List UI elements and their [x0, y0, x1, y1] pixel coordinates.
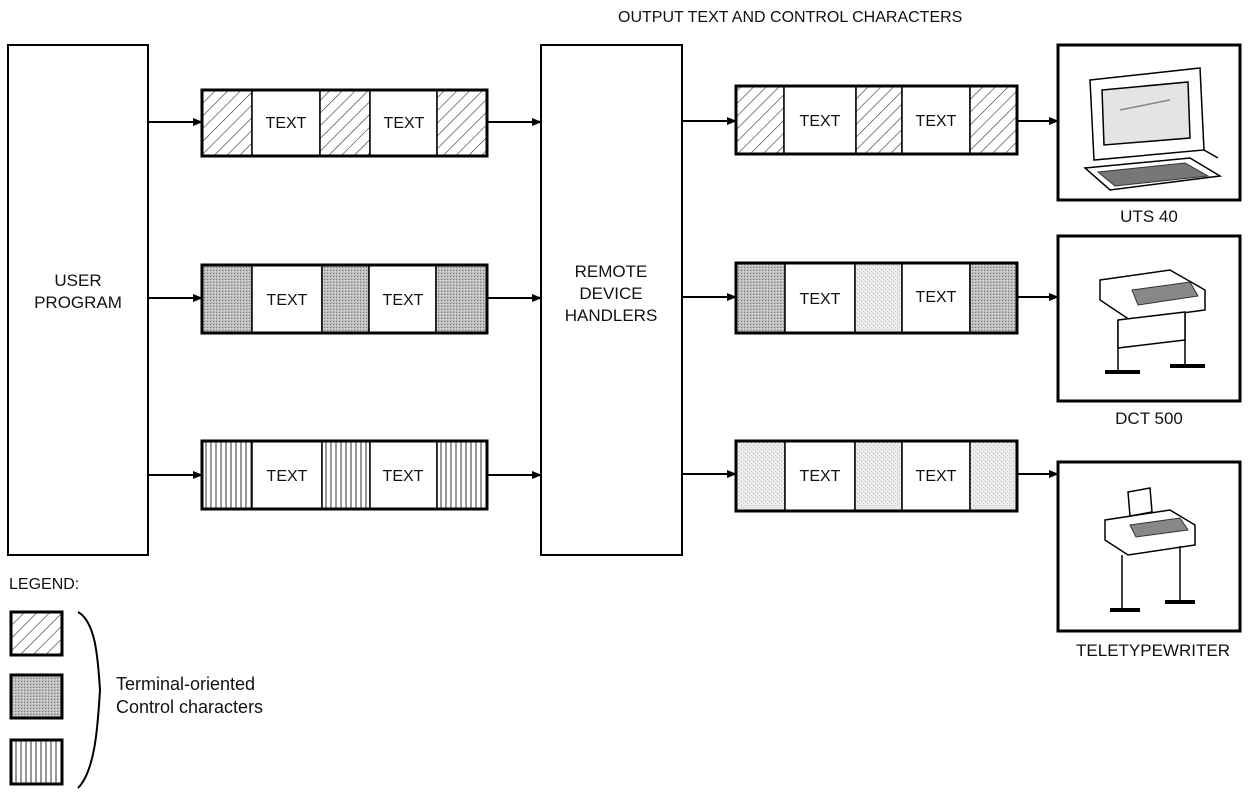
control-char-segment	[201, 264, 253, 334]
control-char-segment	[321, 440, 371, 510]
control-char-segment	[969, 440, 1018, 512]
input-stream-2: TEXT TEXT	[148, 263, 542, 335]
device-dct-500: DCT 500	[1056, 234, 1242, 428]
control-char-segment	[969, 262, 1018, 334]
control-char-segment	[854, 440, 903, 512]
output-stream-2: TEXT TEXT	[682, 261, 1059, 335]
output-stream-3: TEXT TEXT	[682, 439, 1059, 513]
user-program-label-line2: PROGRAM	[34, 293, 122, 312]
text-segment-label: TEXT	[800, 468, 841, 485]
control-char-segment	[735, 262, 786, 334]
text-segment-label: TEXT	[916, 113, 957, 130]
diagram-title: OUTPUT TEXT AND CONTROL CHARACTERS	[618, 9, 962, 26]
legend: LEGEND: Terminal-oriented Control charac…	[9, 576, 263, 789]
input-stream-1: TEXT TEXT	[148, 88, 542, 158]
text-segment-label: TEXT	[266, 115, 307, 132]
handlers-label-line1: REMOTE	[575, 262, 648, 281]
text-segment	[784, 262, 856, 334]
handlers-label-line2: DEVICE	[579, 284, 642, 303]
text-segment-label: TEXT	[267, 468, 308, 485]
text-segment-label: TEXT	[384, 115, 425, 132]
legend-brace	[77, 611, 102, 789]
control-char-segment	[319, 89, 371, 157]
control-char-segment	[969, 85, 1018, 155]
text-segment	[251, 264, 323, 334]
device-uts-40: UTS 40	[1056, 43, 1242, 226]
text-segment-label: TEXT	[800, 113, 841, 130]
control-char-segment	[854, 262, 903, 334]
text-segment	[901, 262, 971, 334]
control-char-segment	[855, 85, 903, 155]
text-segment-label: TEXT	[267, 292, 308, 309]
device-name-dct-500: DCT 500	[1115, 409, 1183, 428]
text-segment	[901, 440, 971, 512]
control-char-segment	[201, 89, 253, 157]
control-char-segment	[735, 85, 785, 155]
device-teletypewriter: TELETYPEWRITER	[1056, 460, 1242, 660]
text-segment-label: TEXT	[383, 292, 424, 309]
text-segment-label: TEXT	[916, 468, 957, 485]
text-segment-label: TEXT	[916, 289, 957, 306]
teletypewriter-icon	[1104, 487, 1196, 612]
legend-swatch-stipple	[9, 673, 64, 720]
control-char-segment	[201, 440, 253, 510]
control-char-segment	[735, 440, 786, 512]
input-stream-3: TEXT TEXT	[148, 439, 542, 511]
control-char-segment	[321, 264, 370, 334]
legend-swatch-vertical-lines	[9, 738, 64, 786]
printer-terminal-icon	[1099, 269, 1206, 374]
legend-swatch-diagonal-hatch	[9, 610, 64, 657]
control-char-segment	[435, 264, 488, 334]
user-program-block: USER PROGRAM	[7, 44, 149, 556]
legend-title: LEGEND:	[9, 576, 79, 593]
control-char-segment	[436, 440, 488, 510]
device-name-teletypewriter: TELETYPEWRITER	[1076, 641, 1230, 660]
handlers-label-line3: HANDLERS	[565, 306, 658, 325]
legend-description-line2: Control characters	[116, 697, 263, 717]
device-name-uts-40: UTS 40	[1120, 207, 1178, 226]
text-segment	[369, 440, 438, 510]
text-segment	[901, 85, 971, 155]
video-display-terminal-icon	[1083, 67, 1223, 191]
control-char-segment	[436, 89, 488, 157]
user-program-label-line1: USER	[54, 271, 101, 290]
remote-device-handlers-block: REMOTE DEVICE HANDLERS	[540, 44, 683, 556]
text-segment-label: TEXT	[800, 291, 841, 308]
text-segment	[784, 440, 856, 512]
output-stream-1: TEXT TEXT	[682, 84, 1059, 156]
text-segment-label: TEXT	[383, 468, 424, 485]
legend-description-line1: Terminal-oriented	[116, 674, 255, 694]
